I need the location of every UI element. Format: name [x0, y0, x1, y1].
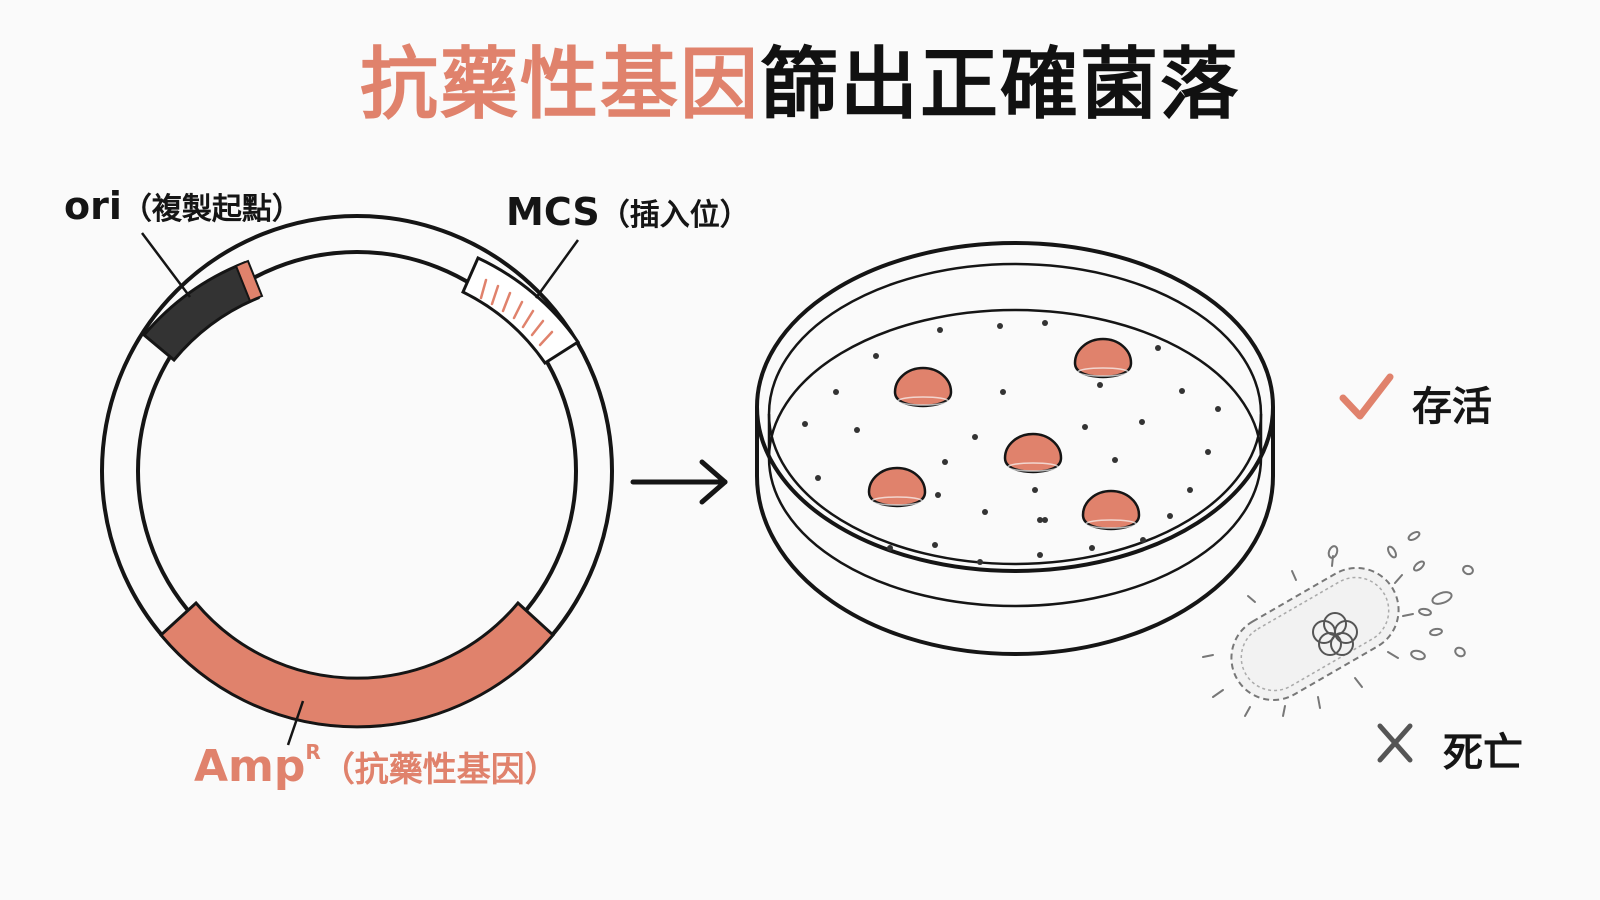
mcs-label: MCS（插入位）: [506, 190, 750, 234]
ampr-leader-line: [286, 700, 305, 746]
colonies: [867, 337, 1141, 531]
ori-leader-line: [141, 232, 191, 298]
ampr-segment: [158, 600, 556, 729]
ori-label-note: （複製起點）: [121, 192, 302, 227]
survive-label: 存活: [1412, 384, 1492, 430]
ampr-label: AmpR（抗藥性基因）: [194, 740, 559, 792]
ori-segment: [141, 259, 264, 363]
ampr-label-name: Amp: [194, 741, 306, 792]
leader-lines: [141, 232, 580, 746]
title-accent: 抗藥性基因: [359, 40, 760, 130]
colony: [1081, 489, 1141, 531]
ampr-label-note: （抗藥性基因）: [320, 750, 559, 790]
check-icon: [1339, 373, 1394, 420]
ori-label-name: ori: [64, 184, 122, 228]
ampr-label-sup: R: [305, 740, 321, 764]
colony: [893, 366, 953, 408]
mcs-label-name: MCS: [506, 190, 600, 234]
ori-label: ori（複製起點）: [64, 184, 302, 228]
agar-specks: [802, 320, 1221, 565]
colony: [1003, 432, 1063, 474]
colony: [867, 466, 927, 508]
dying-bacterium-icon: [1202, 531, 1474, 717]
mcs-leader-line: [534, 239, 580, 299]
colony: [1073, 337, 1133, 379]
die-label: 死亡: [1443, 730, 1523, 776]
mcs-label-note: （插入位）: [599, 198, 750, 233]
right-arrow-icon: [630, 459, 728, 505]
mcs-segment: [461, 255, 581, 366]
title-rest: 篩出正確菌落: [760, 40, 1241, 130]
page-title: 抗藥性基因篩出正確菌落: [0, 22, 1600, 134]
cross-icon: [1377, 723, 1413, 763]
